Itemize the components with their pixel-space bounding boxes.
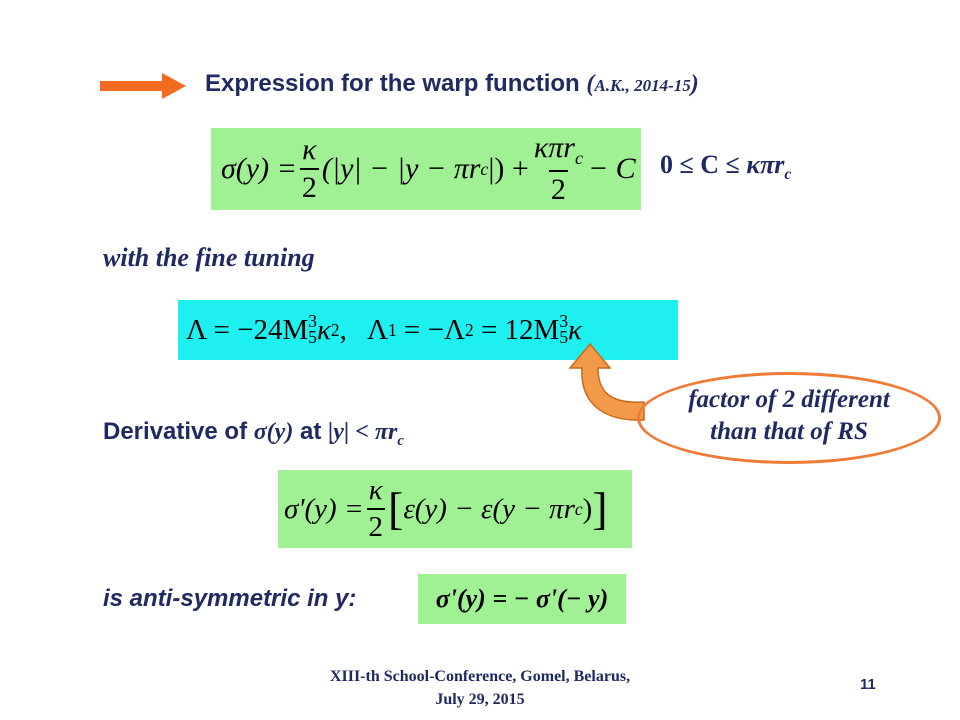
ft-kappa2: κ <box>568 313 582 346</box>
curved-arrow-icon <box>568 342 645 421</box>
ft-part1: Λ = −24M <box>186 313 309 346</box>
note-line2: than that of RS <box>710 418 868 445</box>
footer-line2: July 29, 2015 <box>435 691 525 708</box>
title-main: Expression for the warp function <box>205 70 580 97</box>
ft-part3: , Λ <box>339 313 389 346</box>
citation-text: A.K., 2014-15 <box>594 76 691 95</box>
constraint-kpr: κπr <box>746 150 785 179</box>
title-citation: (A.K., 2014-15) <box>586 71 698 97</box>
deriv-frac-den: 2 <box>366 508 386 542</box>
ft-sub5: 5 <box>308 327 317 347</box>
deriv-sub-c: c <box>574 498 583 519</box>
antisymmetric-label: is anti-symmetric in y: <box>103 585 357 612</box>
page-number: 11 <box>860 676 876 693</box>
constraint-main: 0 ≤ C ≤ <box>660 150 747 179</box>
constraint-text: 0 ≤ C ≤ κπrc <box>660 150 791 184</box>
constraint-sub: c <box>784 166 792 184</box>
deriv-c: at <box>293 418 328 445</box>
slide-title: Expression for the warp function (A.K., … <box>205 70 699 98</box>
ft-sub1: 1 <box>388 319 397 340</box>
frac-den: 2 <box>299 168 319 203</box>
warp-tail: − C <box>587 152 636 185</box>
antisym-text: σ'(y) = − σ'(− y) <box>435 584 609 613</box>
sub-c: c <box>480 158 489 179</box>
ft-part4: = −Λ <box>396 313 465 346</box>
left-bracket: [ <box>388 483 404 534</box>
antisymmetric-equation: σ'(y) = − σ'(− y) <box>418 574 626 624</box>
abs-close: |) + <box>488 152 529 185</box>
note-line1: factor of 2 different <box>688 386 890 413</box>
deriv-b: σ(y) <box>253 419 294 445</box>
deriv-lhs: σ'(y) = <box>284 492 364 525</box>
frac2-den: 2 <box>548 170 568 205</box>
frac-num: κ <box>302 133 317 166</box>
deriv-d: |y| < πr <box>328 419 398 445</box>
abs-part: (|y| − |y − πr <box>321 152 481 185</box>
frac2-sub: c <box>574 148 583 168</box>
ft-sup3: 3 <box>308 311 317 332</box>
conference-footer: XIII-th School-Conference, Gomel, Belaru… <box>250 665 710 711</box>
ft-part5: = 12M <box>473 313 560 346</box>
deriv-close-paren: ) <box>582 492 593 525</box>
ft-sup3b: 3 <box>559 311 569 332</box>
open-paren: ( <box>586 71 595 97</box>
ft-kappa: κ <box>316 313 331 346</box>
orange-arrow-icon <box>100 73 186 99</box>
deriv-frac-num: κ <box>368 474 383 506</box>
deriv-a: Derivative of <box>103 418 254 445</box>
note-text: factor of 2 different than that of RS <box>637 384 941 448</box>
deriv-bracket-content: ε(y) − ε(y − πr <box>403 492 575 525</box>
ft-sub5b: 5 <box>559 327 569 347</box>
note-oval <box>637 372 941 464</box>
deriv-sub: c <box>397 432 404 449</box>
right-bracket: ] <box>592 483 608 534</box>
ft-sup2: 2 <box>330 319 340 340</box>
frac2-num: κπr <box>533 131 575 164</box>
ft-sub2: 2 <box>465 319 474 340</box>
footer-line1: XIII-th School-Conference, Gomel, Belaru… <box>329 668 631 685</box>
derivative-label: Derivative of σ(y) at |y| < πrc <box>103 418 404 450</box>
close-paren: ) <box>690 71 699 97</box>
fine-tuning-label: with the fine tuning <box>103 243 315 272</box>
warp-lhs: σ(y) = <box>221 152 297 185</box>
